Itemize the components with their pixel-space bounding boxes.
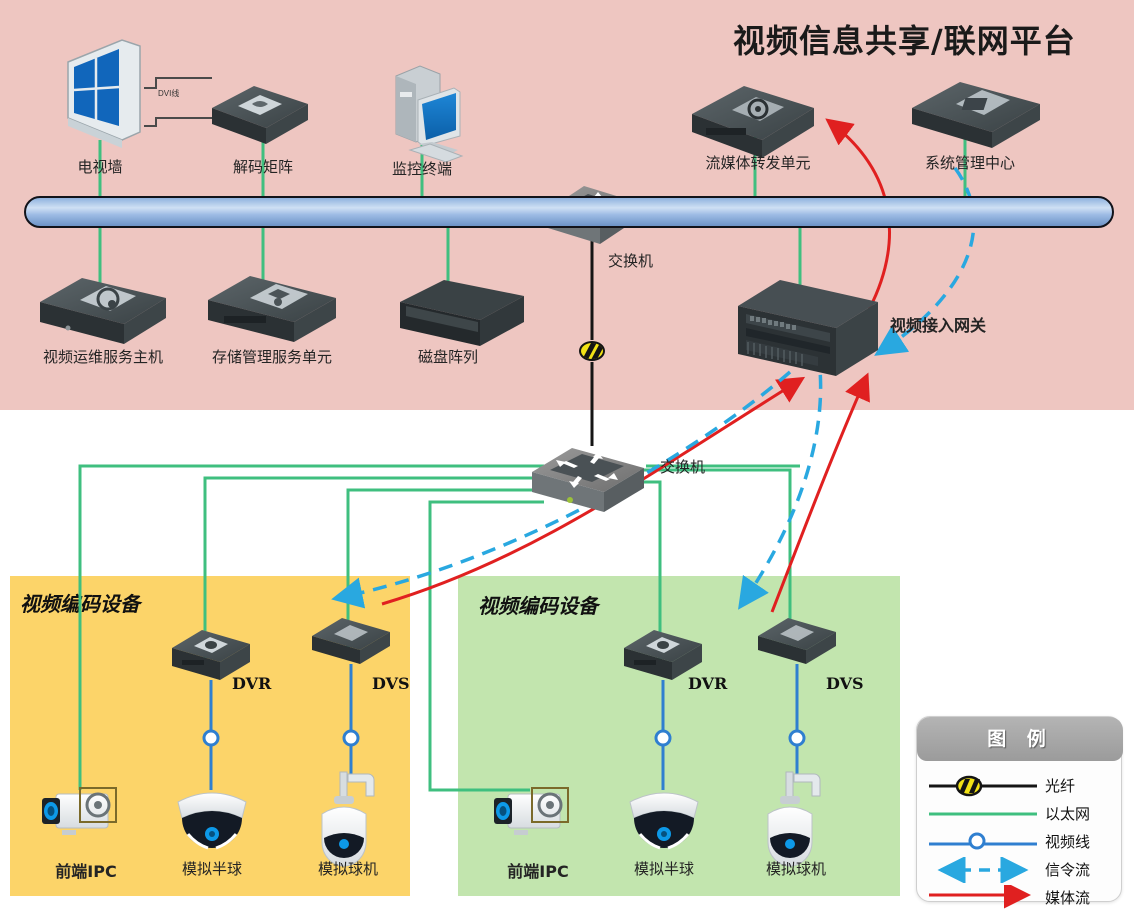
label-dome-right: 模拟半球 [633, 860, 694, 878]
page-title: 视频信息共享/联网平台 [733, 22, 1076, 60]
label-switch-core: 交换机 [608, 252, 654, 270]
region-encoder-left [10, 576, 410, 896]
label-storage-server: 存储管理服务单元 [211, 348, 332, 366]
cable-tag-label: DVI线 [158, 89, 180, 98]
legend-label-ethernet: 以太网 [1045, 805, 1091, 823]
fiber-connector-icon [579, 341, 605, 361]
label-ptz-left: 模拟球机 [317, 860, 378, 878]
label-ipc-left: 前端IPC [55, 862, 117, 881]
label-management-center: 系统管理中心 [924, 154, 1015, 172]
label-gateway: 视频接入网关 [890, 316, 987, 335]
region-encoder-right [458, 576, 900, 896]
label-dvr-right: DVR [688, 674, 728, 693]
region-title-encoder-left: 视频编码设备 [20, 592, 140, 616]
region-title-encoder-right: 视频编码设备 [478, 594, 598, 618]
label-disk-array: 磁盘阵列 [417, 348, 478, 366]
legend-sample-media [927, 881, 1039, 911]
legend-sample-signaling [927, 856, 1039, 884]
legend-title: 图 例 [917, 717, 1123, 761]
label-tv-wall: 电视墙 [77, 158, 123, 176]
legend-row-signaling: 信令流 [927, 856, 1117, 884]
label-streaming-server: 流媒体转发单元 [705, 154, 811, 172]
legend-row-media: 媒体流 [927, 881, 1117, 911]
legend-sample-video [927, 829, 1039, 855]
legend-label-signaling: 信令流 [1045, 861, 1091, 879]
legend-sample-ethernet [927, 801, 1039, 827]
label-dvr-left: DVR [232, 674, 272, 693]
legend-panel: 图 例 光纤 以太网 [916, 716, 1123, 909]
legend-row-video: 视频线 [927, 829, 1117, 855]
legend-sample-fiber [927, 773, 1039, 799]
label-decoder-matrix: 解码矩阵 [232, 158, 293, 176]
legend-label-video: 视频线 [1045, 833, 1091, 851]
label-monitor-terminal: 监控终端 [391, 160, 452, 178]
legend-row-ethernet: 以太网 [927, 801, 1117, 827]
label-ptz-right: 模拟球机 [765, 860, 826, 878]
label-switch-access: 交换机 [660, 458, 706, 476]
label-dvs-left: DVS [372, 674, 410, 693]
backbone-bus [24, 196, 1114, 228]
label-dvs-right: DVS [826, 674, 864, 693]
legend-row-fiber: 光纤 [927, 773, 1117, 799]
label-dome-left: 模拟半球 [181, 860, 242, 878]
legend-label-media: 媒体流 [1045, 889, 1091, 907]
label-ipc-right: 前端IPC [507, 862, 569, 881]
switch-icon-access [532, 448, 644, 512]
label-ops-server: 视频运维服务主机 [42, 348, 163, 366]
legend-label-fiber: 光纤 [1045, 777, 1076, 795]
